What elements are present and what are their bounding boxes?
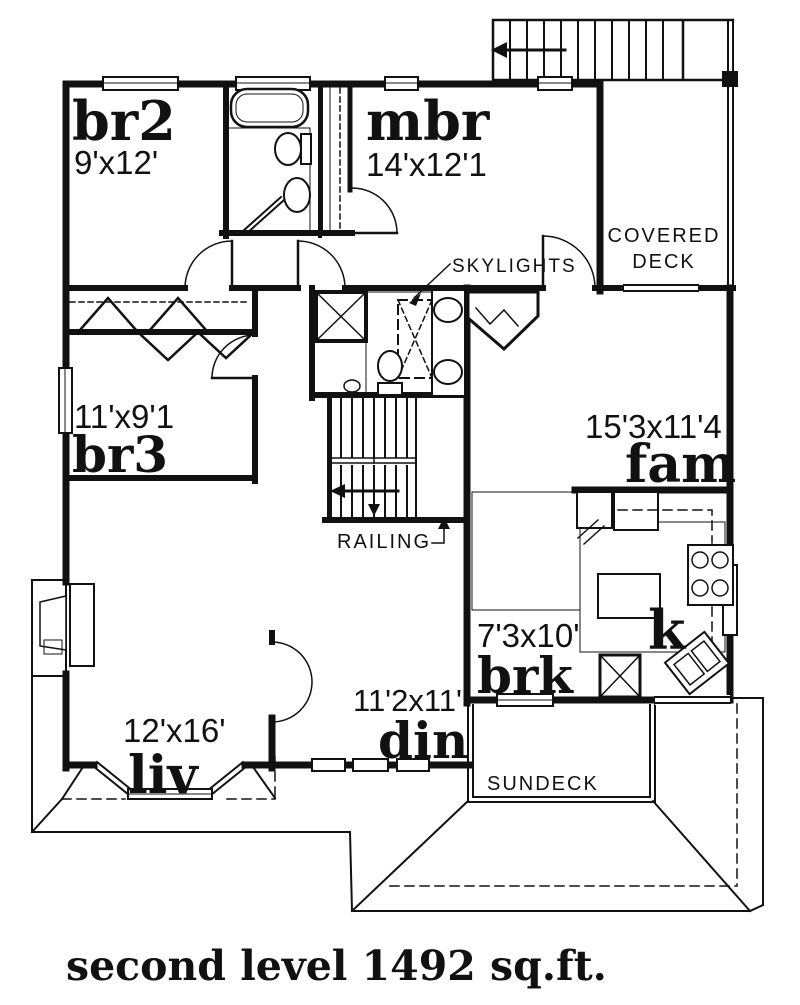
exterior-stairs xyxy=(491,18,738,289)
dims-fam: 15'3x11'4 xyxy=(585,408,722,445)
label-kitchen: k xyxy=(648,598,687,662)
leader-lines xyxy=(409,262,452,544)
doors xyxy=(184,187,596,723)
dims-br3: 11'x9'1 xyxy=(74,398,174,435)
window-din-1 xyxy=(311,758,346,772)
label-covered-deck-1: COVERED xyxy=(608,225,721,247)
fam-fireplace xyxy=(466,290,540,352)
sink xyxy=(283,177,311,213)
label-liv: liv xyxy=(128,745,200,806)
dims-mbr: 14'x12'1 xyxy=(366,146,487,183)
br3-door xyxy=(211,334,256,379)
deck-post xyxy=(722,71,738,87)
breakfast-tile-floor xyxy=(471,491,581,611)
burner xyxy=(691,551,709,569)
liv-din-doors xyxy=(271,641,313,723)
bay-window xyxy=(91,760,249,800)
mbr-door xyxy=(351,187,398,234)
dims-din: 11'2x11' xyxy=(353,683,462,718)
plan-caption: second level 1492 sq.ft. xyxy=(66,942,607,990)
dims-liv: 12'x16' xyxy=(123,712,226,749)
liv-fireplace xyxy=(31,579,95,677)
dims-br2: 9'x12' xyxy=(74,144,158,181)
label-din: din xyxy=(378,711,468,770)
burner xyxy=(711,551,729,569)
label-railing: RAILING xyxy=(337,531,431,553)
ensuite-toilet xyxy=(377,350,403,382)
floor-drain xyxy=(343,379,361,393)
label-br2: br2 xyxy=(72,89,176,153)
kitchen-fixtures xyxy=(576,491,734,699)
corner-sink xyxy=(663,630,731,696)
dims-brk: 7'3x10' xyxy=(477,617,580,654)
roof-outline xyxy=(30,675,765,913)
sundeck-platform xyxy=(467,699,656,803)
windows xyxy=(58,76,738,772)
labels: br2 9'x12' mbr 14'x12'1 COVERED DECK SKY… xyxy=(66,89,736,990)
counter-1 xyxy=(576,491,613,529)
counter-hatch xyxy=(576,518,606,546)
hall-bath xyxy=(229,87,312,236)
interior-stairs xyxy=(330,397,417,521)
toilet xyxy=(274,132,302,166)
hall-closets xyxy=(69,296,254,362)
deck-slider xyxy=(624,283,698,293)
label-fam: fam xyxy=(625,434,736,495)
label-skylights: SKYLIGHTS xyxy=(452,256,577,277)
vanity-sink-1 xyxy=(433,297,463,323)
burner xyxy=(691,579,709,597)
master-ensuite xyxy=(314,289,466,397)
label-covered-deck-2: DECK xyxy=(632,251,696,273)
skylights-leader xyxy=(412,262,452,300)
sundeck-slider xyxy=(655,695,730,705)
vanity-sink-2 xyxy=(433,359,463,385)
window-din-3 xyxy=(396,758,430,772)
island xyxy=(597,573,661,619)
window-din-2 xyxy=(352,758,389,772)
railing-leader xyxy=(431,526,445,544)
mbr-closet xyxy=(321,83,341,234)
deck-railing xyxy=(727,19,734,289)
label-sundeck: SUNDECK xyxy=(487,773,599,795)
bath-door xyxy=(241,195,286,236)
label-brk: brk xyxy=(477,646,574,705)
label-mbr: mbr xyxy=(366,89,490,153)
counter-2 xyxy=(613,491,659,531)
walls xyxy=(62,80,736,772)
burner xyxy=(711,579,729,597)
label-br3: br3 xyxy=(72,425,168,484)
bathtub xyxy=(229,87,310,129)
